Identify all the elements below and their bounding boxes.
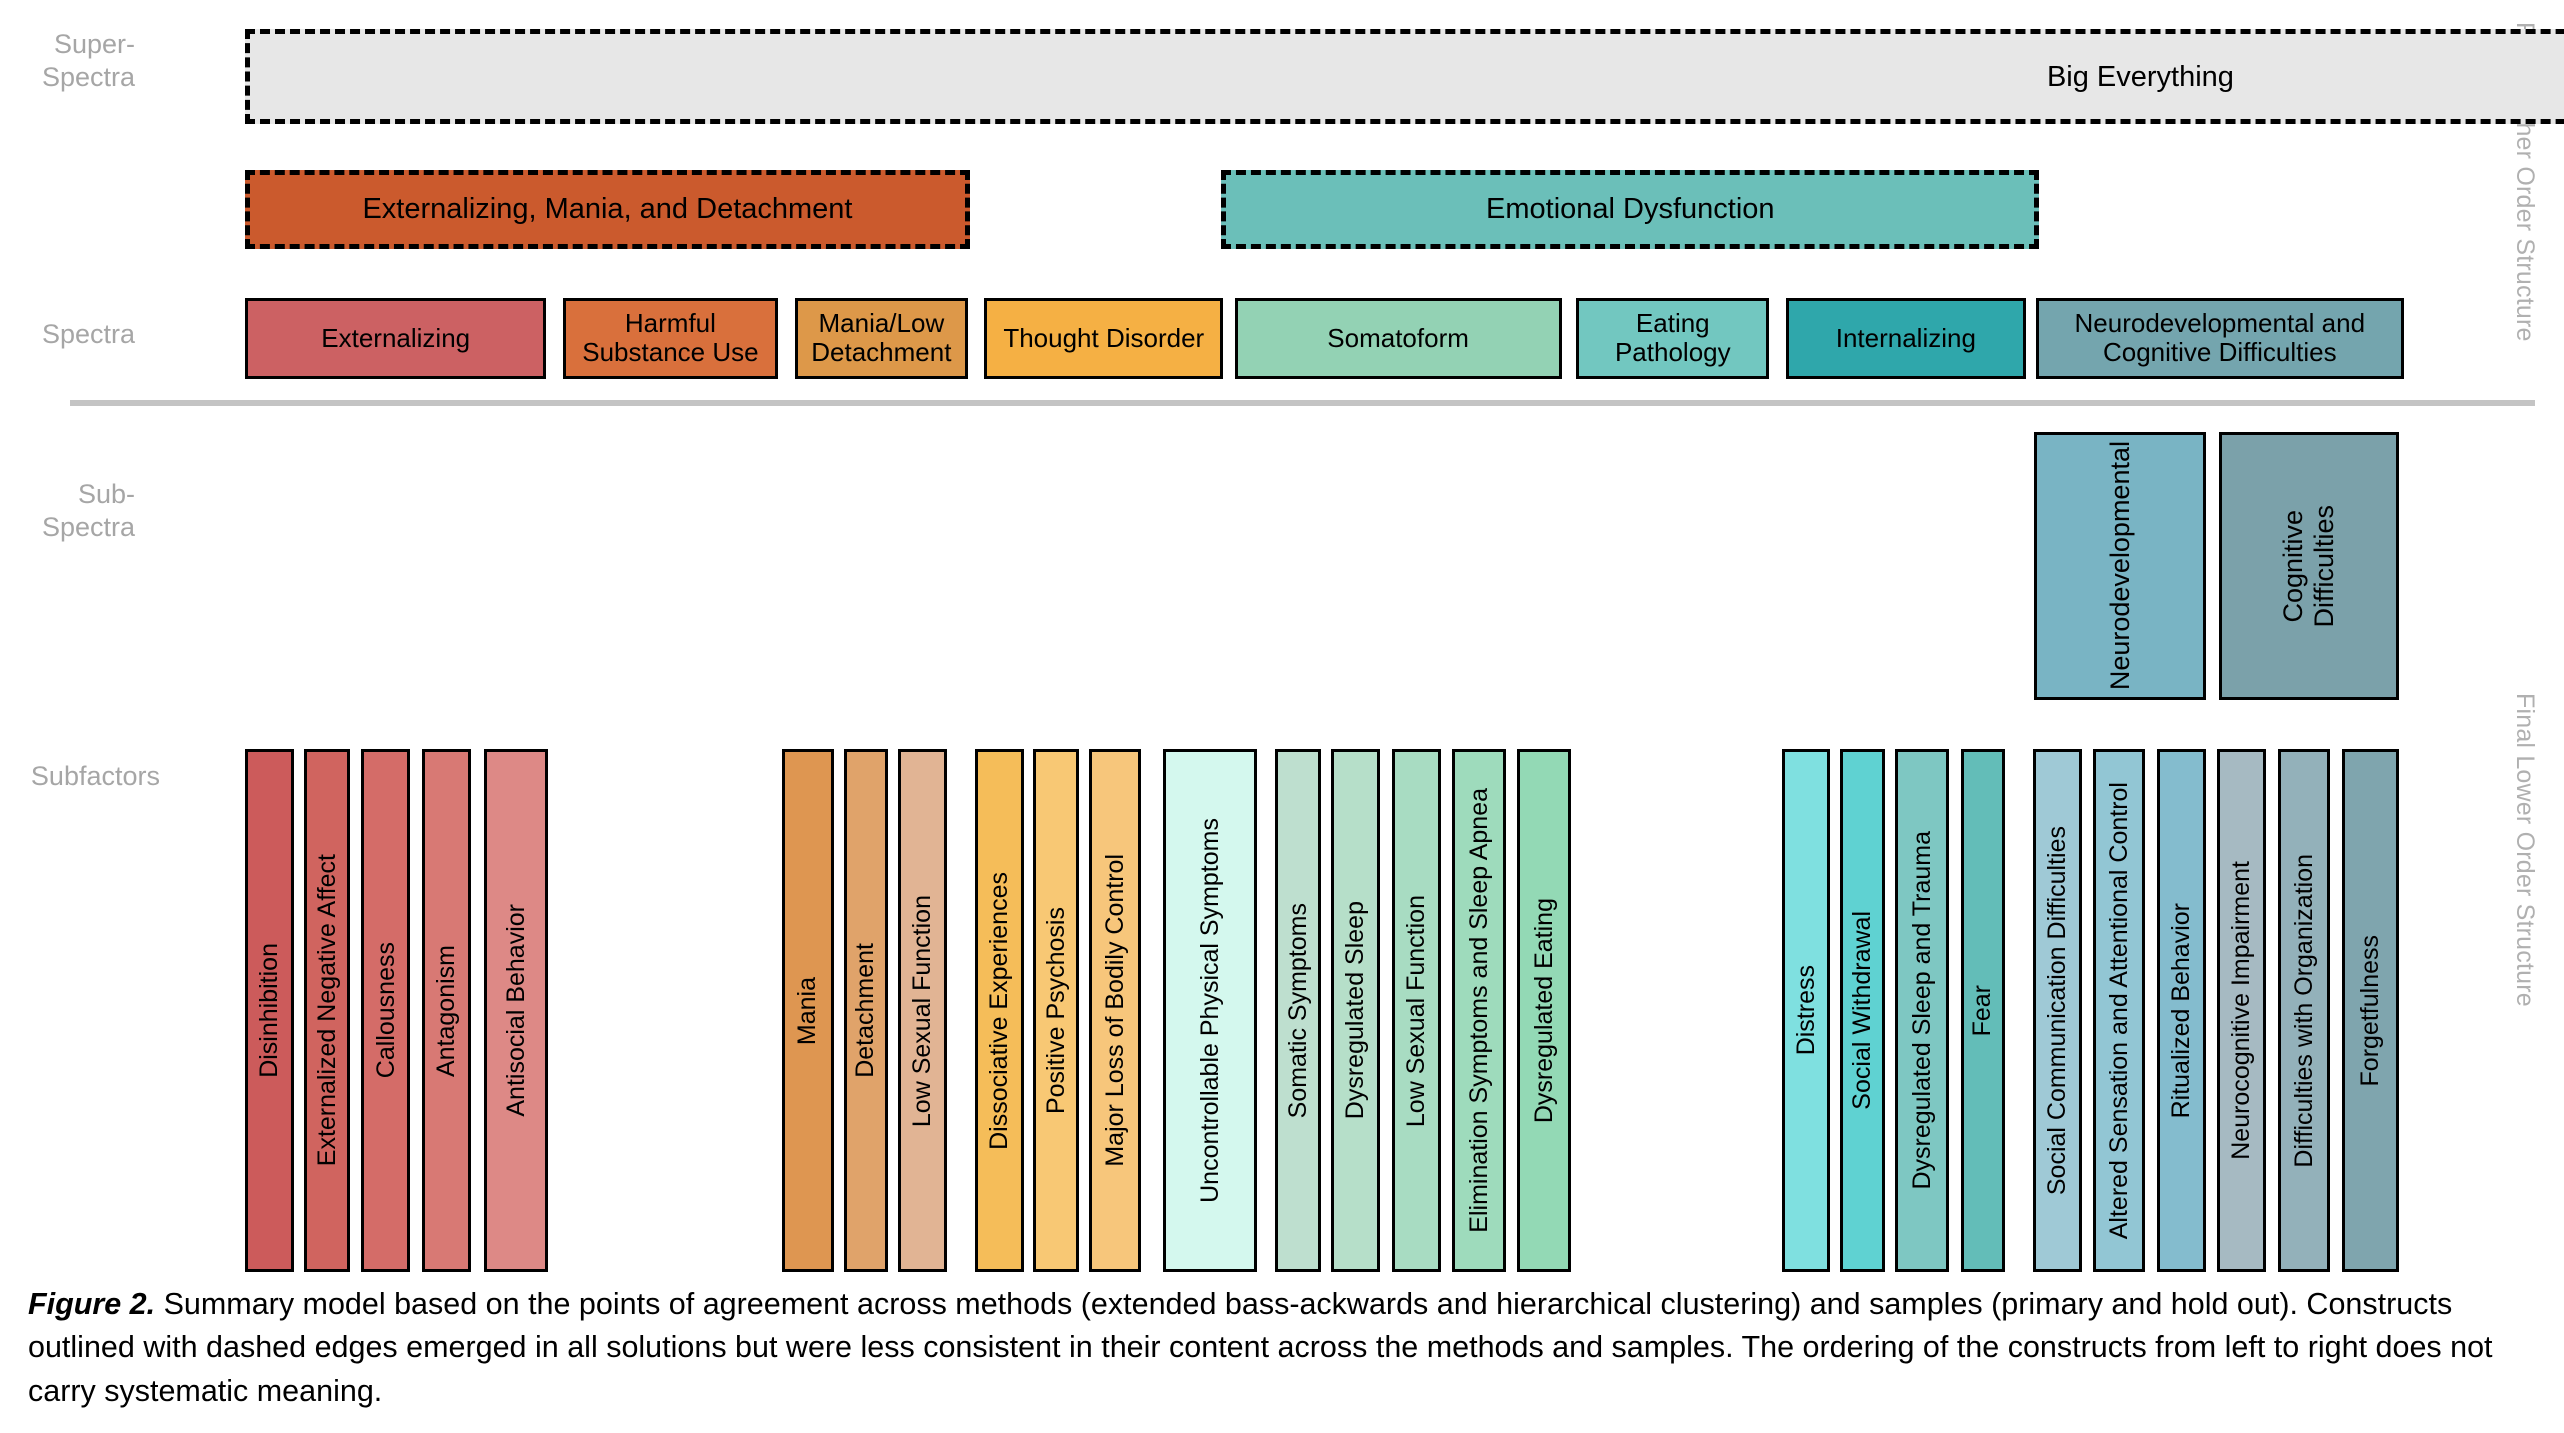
- sub-spectra-node-label: Cognitive Difficulties: [2277, 504, 2339, 628]
- subfactor-node-label: Uncontrollable Physical Symptoms: [1195, 818, 1224, 1203]
- subfactor-node-label: Dysregulated Sleep: [1341, 901, 1370, 1120]
- figure-caption-text: Summary model based on the points of agr…: [28, 1287, 2493, 1408]
- subfactor-node-14[interactable]: Low Sexual Function: [1391, 748, 1441, 1273]
- subfactor-node-label: Altered Sensation and Attentional Contro…: [2104, 781, 2133, 1240]
- subfactor-node-13[interactable]: Dysregulated Sleep: [1331, 748, 1381, 1273]
- subfactor-node-4[interactable]: Antisocial Behavior: [484, 748, 548, 1273]
- spectra-node-4[interactable]: Somatoform: [1234, 297, 1562, 380]
- subfactor-node-label: Dysregulated Eating: [1530, 897, 1559, 1124]
- subfactor-node-15[interactable]: Elimination Symptoms and Sleep Apnea: [1452, 748, 1506, 1273]
- spectra-node-0[interactable]: Externalizing: [245, 297, 547, 380]
- subfactor-node-label: Positive Psychosis: [1041, 907, 1070, 1115]
- spectra-node-label: Eating Pathology: [1614, 308, 1731, 368]
- spectra-node-1[interactable]: Harmful Substance Use: [562, 297, 779, 380]
- subfactor-node-22[interactable]: Altered Sensation and Attentional Contro…: [2093, 748, 2146, 1273]
- subfactor-node-12[interactable]: Somatic Symptoms: [1275, 748, 1322, 1273]
- subfactor-node-label: Externalized Negative Affect: [312, 854, 341, 1167]
- subfactor-node-label: Fear: [1968, 984, 1997, 1037]
- row-label-spectra: Spectra: [41, 319, 135, 349]
- subfactor-node-label: Antagonism: [432, 944, 461, 1077]
- axis-label-final-lower-order-structure: Final Lower Order Structure: [2511, 693, 2539, 1007]
- spectra-node-label: Mania/Low Detachment: [811, 308, 952, 368]
- subfactor-node-label: Disinhibition: [255, 943, 284, 1078]
- subfactor-node-label: Distress: [1791, 965, 1820, 1056]
- spectra-node-label: Neurodevelopmental and Cognitive Difficu…: [2074, 308, 2366, 368]
- super-spectra-node-label: Big Everything: [2046, 60, 2234, 93]
- subfactor-node-24[interactable]: Neurocognitive Impairment: [2217, 748, 2267, 1273]
- subfactor-node-label: Callousness: [371, 942, 400, 1079]
- row-label-sub-spectra: Sub- Spectra: [41, 479, 135, 542]
- spectra-node-6[interactable]: Internalizing: [1785, 297, 2027, 380]
- figure-caption: Figure 2. Summary model based on the poi…: [28, 1283, 2538, 1413]
- subfactor-node-label: Ritualized Behavior: [2166, 902, 2195, 1119]
- higher-order-node-0[interactable]: Externalizing, Mania, and Detachment: [245, 170, 970, 249]
- row-label-super-spectra: Super- Spectra: [41, 29, 135, 92]
- spectra-node-label: Harmful Substance Use: [582, 308, 759, 368]
- spectra-node-label: Thought Disorder: [1003, 322, 1205, 353]
- subfactor-node-16[interactable]: Dysregulated Eating: [1517, 748, 1572, 1273]
- subfactor-node-label: Forgetfulness: [2355, 934, 2384, 1087]
- subfactor-node-20[interactable]: Fear: [1960, 748, 2005, 1273]
- subfactor-node-label: Major Loss of Bodily Control: [1100, 854, 1129, 1167]
- figure-number: Figure 2.: [28, 1287, 156, 1321]
- subfactor-node-18[interactable]: Social Withdrawal: [1839, 748, 1886, 1273]
- subfactor-node-label: Elimination Symptoms and Sleep Apnea: [1464, 788, 1493, 1233]
- subfactor-node-label: Social Withdrawal: [1848, 911, 1877, 1110]
- super-spectra-node-0[interactable]: Big Everything: [245, 29, 2564, 125]
- subfactor-node-label: Antisocial Behavior: [501, 904, 530, 1117]
- sub-spectra-node-0[interactable]: Neurodevelopmental: [2034, 431, 2206, 700]
- subfactor-node-label: Dysregulated Sleep and Trauma: [1907, 831, 1936, 1190]
- spectra-node-2[interactable]: Mania/Low Detachment: [794, 297, 969, 380]
- subfactor-node-10[interactable]: Major Loss of Bodily Control: [1089, 748, 1142, 1273]
- higher-order-node-label: Emotional Dysfunction: [1486, 193, 1775, 226]
- higher-order-node-1[interactable]: Emotional Dysfunction: [1221, 170, 2040, 249]
- subfactor-node-label: Difficulties with Organization: [2289, 853, 2318, 1168]
- subfactor-node-19[interactable]: Dysregulated Sleep and Trauma: [1895, 748, 1950, 1273]
- spectra-node-label: Somatoform: [1327, 322, 1469, 353]
- subfactor-node-6[interactable]: Detachment: [843, 748, 888, 1273]
- spectra-node-7[interactable]: Neurodevelopmental and Cognitive Difficu…: [2035, 297, 2404, 380]
- spectra-node-label: Internalizing: [1835, 322, 1976, 353]
- subfactor-node-0[interactable]: Disinhibition: [245, 748, 295, 1273]
- subfactor-node-label: Low Sexual Function: [1401, 894, 1430, 1127]
- subfactor-node-21[interactable]: Social Communication Difficulties: [2032, 748, 2082, 1273]
- subfactor-node-label: Neurocognitive Impairment: [2227, 861, 2256, 1160]
- higher-order-node-label: Externalizing, Mania, and Detachment: [362, 193, 853, 226]
- subfactor-node-3[interactable]: Antagonism: [421, 748, 471, 1273]
- subfactor-node-label: Dissociative Experiences: [984, 871, 1013, 1150]
- subfactor-node-17[interactable]: Distress: [1782, 748, 1830, 1273]
- subfactor-node-25[interactable]: Difficulties with Organization: [2277, 748, 2331, 1273]
- subfactor-node-2[interactable]: Callousness: [361, 748, 411, 1273]
- subfactor-node-label: Mania: [793, 976, 822, 1045]
- sub-spectra-node-1[interactable]: Cognitive Difficulties: [2218, 431, 2399, 700]
- subfactor-node-26[interactable]: Forgetfulness: [2341, 748, 2399, 1273]
- subfactor-node-23[interactable]: Ritualized Behavior: [2156, 748, 2206, 1273]
- spectra-node-3[interactable]: Thought Disorder: [984, 297, 1224, 380]
- section-divider: [70, 400, 2535, 406]
- subfactor-node-label: Social Communication Difficulties: [2042, 825, 2071, 1196]
- subfactor-node-7[interactable]: Low Sexual Function: [897, 748, 947, 1273]
- subfactor-node-11[interactable]: Uncontrollable Physical Symptoms: [1162, 748, 1258, 1273]
- spectra-node-5[interactable]: Eating Pathology: [1576, 297, 1770, 380]
- subfactor-node-label: Detachment: [851, 943, 880, 1078]
- row-label-subfactors: Subfactors: [30, 761, 160, 791]
- subfactor-node-9[interactable]: Positive Psychosis: [1033, 748, 1080, 1273]
- subfactor-node-5[interactable]: Mania: [781, 748, 834, 1273]
- subfactor-node-label: Low Sexual Function: [907, 894, 936, 1127]
- subfactor-node-8[interactable]: Dissociative Experiences: [974, 748, 1024, 1273]
- subfactor-node-1[interactable]: Externalized Negative Affect: [304, 748, 350, 1273]
- subfactor-node-label: Somatic Symptoms: [1283, 902, 1312, 1119]
- sub-spectra-node-label: Neurodevelopmental: [2104, 441, 2135, 691]
- spectra-node-label: Externalizing: [321, 322, 471, 353]
